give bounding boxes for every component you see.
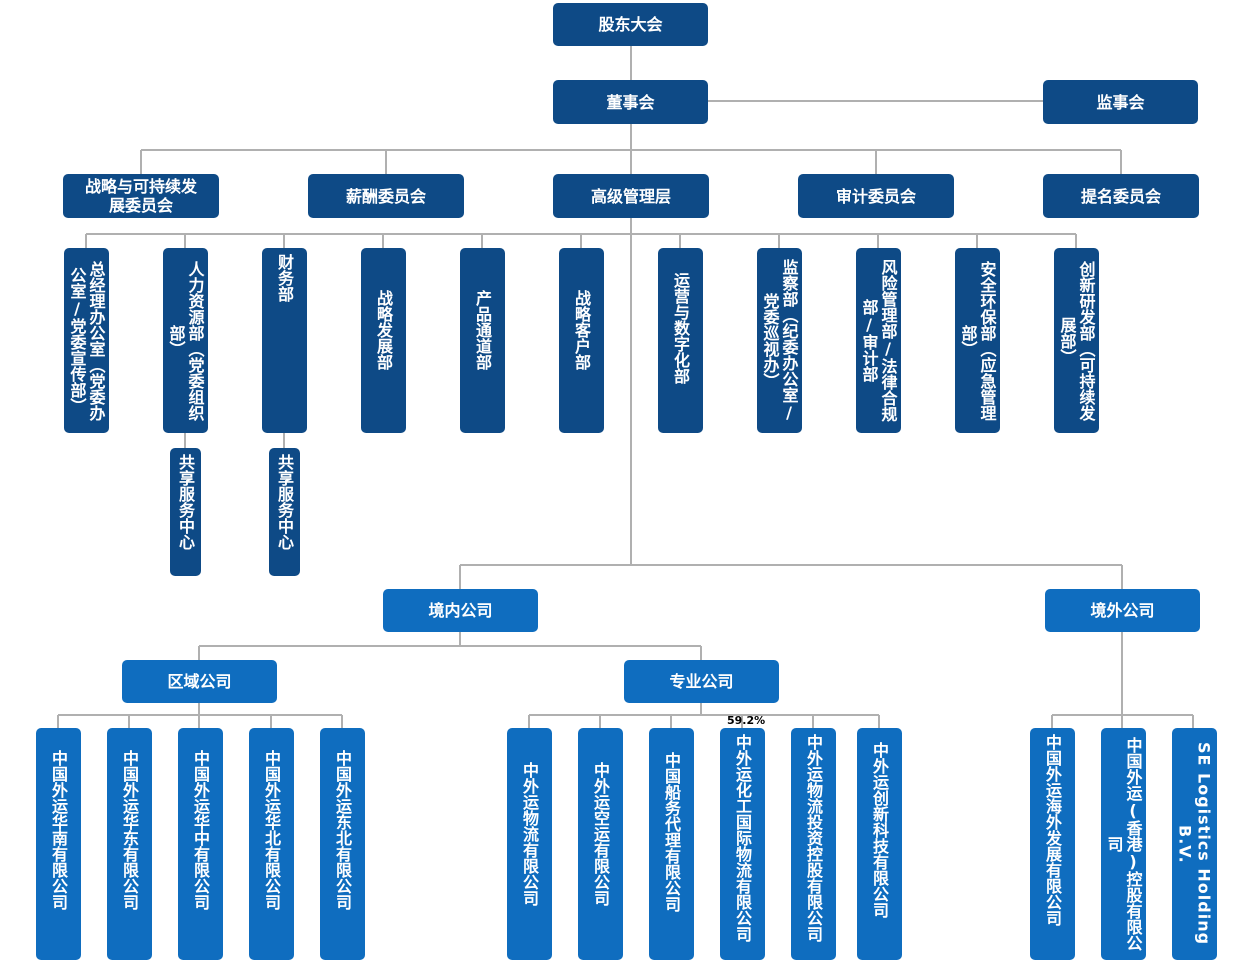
remuneration-committee-box: 薪酬委员会 [308, 174, 464, 218]
specialized-company-box: 中外运物流投资控股有限公司 [791, 728, 836, 960]
specialized-companies-box: 专业公司 [624, 660, 779, 703]
shareholders-meeting-box: 股东大会 [553, 3, 708, 46]
specialized-company-box: 中外运化工国际物流有限公司 [720, 728, 765, 960]
shared-service-center-box: 共享服务中心 [269, 448, 300, 576]
supervisory-board-box: 监事会 [1043, 80, 1198, 124]
overseas-company-box: 中国外运海外发展有限公司 [1030, 728, 1075, 960]
specialized-company-box: 中外运创新科技有限公司 [857, 728, 902, 960]
department-box: 战略客户部 [559, 248, 604, 433]
strategy-sustainability-committee-box: 战略与可持续发展委员会 [63, 174, 219, 218]
regional-company-box: 中国外运华北有限公司 [249, 728, 294, 960]
regional-company-box: 中国外运华中有限公司 [178, 728, 223, 960]
overseas-company-box: SE Logistics Holding B.V. [1172, 728, 1217, 960]
shareholding-percentage-label: 59.2% [727, 714, 766, 727]
regional-company-box: 中国外运华东有限公司 [107, 728, 152, 960]
department-box: 创新研发部（可持续发展部） [1054, 248, 1099, 433]
department-box: 风险管理部/法律合规部/审计部 [856, 248, 901, 433]
department-box: 战略发展部 [361, 248, 406, 433]
audit-committee-box: 审计委员会 [798, 174, 954, 218]
specialized-company-box: 中国船务代理有限公司 [649, 728, 694, 960]
department-box: 总经理办公室（党委办公室/党委宣传部） [64, 248, 109, 433]
department-box: 运营与数字化部 [658, 248, 703, 433]
department-box: 产品通道部 [460, 248, 505, 433]
overseas-company-box: 中国外运(香港)控股有限公司 [1101, 728, 1146, 960]
shared-service-center-box: 共享服务中心 [170, 448, 201, 576]
department-box: 安全环保部（应急管理部） [955, 248, 1000, 433]
specialized-company-box: 中外运物流有限公司 [507, 728, 552, 960]
nomination-committee-box: 提名委员会 [1043, 174, 1199, 218]
regional-company-box: 中国外运华南有限公司 [36, 728, 81, 960]
regional-company-box: 中国外运东北有限公司 [320, 728, 365, 960]
department-box: 人力资源部（党委组织部） [163, 248, 208, 433]
board-of-directors-box: 董事会 [553, 80, 708, 124]
overseas-companies-box: 境外公司 [1045, 589, 1200, 632]
specialized-company-box: 中外运空运有限公司 [578, 728, 623, 960]
regional-companies-box: 区域公司 [122, 660, 277, 703]
department-box: 财务部 [262, 248, 307, 433]
domestic-companies-box: 境内公司 [383, 589, 538, 632]
senior-management-box: 高级管理层 [553, 174, 709, 218]
department-box: 监察部（纪委办公室/党委巡视办） [757, 248, 802, 433]
